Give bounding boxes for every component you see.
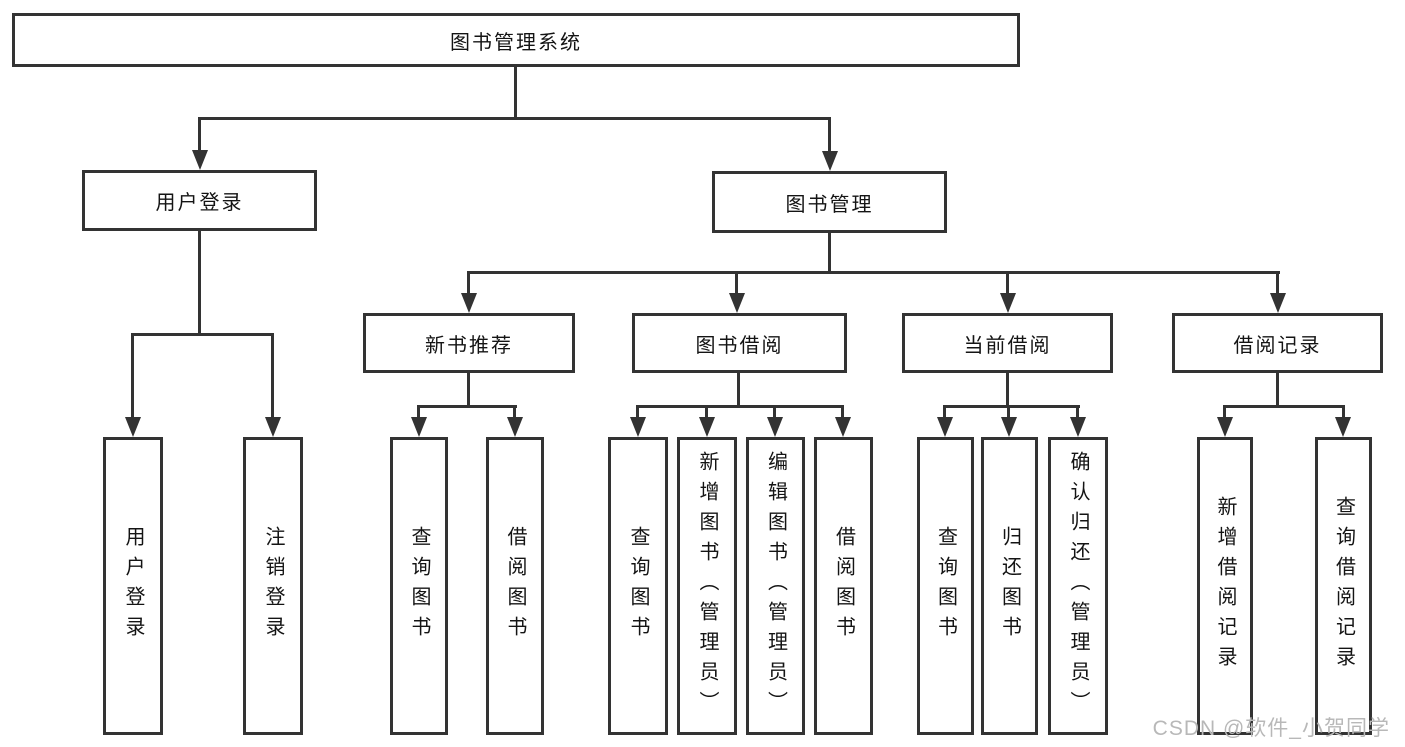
arrowhead-icon: [1217, 417, 1233, 437]
connector-line: [514, 67, 517, 119]
connector-line: [828, 233, 831, 273]
node-label: 新增图书（管理员）: [696, 451, 718, 721]
arrowhead-icon: [1070, 417, 1086, 437]
watermark: CSDN @软件_小贺同学: [1152, 717, 1390, 740]
arrowhead-icon: [630, 417, 646, 437]
arrowhead-icon: [192, 150, 208, 170]
connector-line: [705, 405, 708, 417]
node-user-login: 用户登录: [82, 170, 317, 231]
node-label: 用户登录: [122, 526, 144, 646]
arrowhead-icon: [1270, 293, 1286, 313]
node-label: 借阅记录: [1233, 334, 1322, 357]
connector-line: [1276, 271, 1279, 293]
leaf-user-login: 用户登录: [103, 437, 163, 735]
node-label: 借阅图书: [832, 526, 855, 646]
connector-line: [271, 333, 274, 417]
arrowhead-icon: [729, 293, 745, 313]
connector-line: [828, 117, 831, 151]
node-label: 图书借阅: [695, 334, 784, 357]
node-book-management: 图书管理: [712, 171, 947, 233]
connector-line: [636, 405, 639, 417]
connector-line: [1276, 373, 1279, 407]
node-current-borrow: 当前借阅: [902, 313, 1113, 373]
connector-line: [737, 373, 740, 407]
connector-line: [417, 405, 517, 408]
arrowhead-icon: [835, 417, 851, 437]
node-label: 新增借阅记录: [1214, 496, 1236, 676]
connector-line: [636, 405, 844, 408]
connector-line: [198, 117, 201, 150]
leaf-query-book-recommend: 查询图书: [390, 437, 448, 735]
arrowhead-icon: [937, 417, 953, 437]
connector-line: [467, 271, 470, 293]
arrowhead-icon: [822, 151, 838, 171]
node-label: 注销登录: [262, 526, 284, 646]
arrowhead-icon: [461, 293, 477, 313]
leaf-query-book-borrow: 查询图书: [608, 437, 668, 735]
node-label: 编辑图书（管理员）: [764, 451, 787, 721]
leaf-add-borrow-record: 新增借阅记录: [1197, 437, 1253, 735]
connector-line: [467, 373, 470, 407]
arrowhead-icon: [767, 417, 783, 437]
leaf-add-book-admin: 新增图书（管理员）: [677, 437, 737, 735]
node-label: 查询图书: [408, 526, 430, 646]
connector-line: [943, 405, 1080, 408]
arrowhead-icon: [125, 417, 141, 437]
leaf-borrow-book: 借阅图书: [814, 437, 873, 735]
leaf-borrow-book-recommend: 借阅图书: [486, 437, 544, 735]
node-label: 查询图书: [627, 526, 649, 646]
node-label: 归还图书: [998, 526, 1021, 646]
connector-line: [1076, 405, 1079, 417]
node-label: 查询借阅记录: [1332, 496, 1355, 676]
arrowhead-icon: [1001, 417, 1017, 437]
node-label: 借阅图书: [504, 526, 526, 646]
node-label: 图书管理系统: [450, 31, 582, 54]
node-label: 图书管理: [785, 193, 874, 216]
connector-line: [417, 405, 420, 417]
connector-line: [198, 117, 831, 120]
node-book-borrow: 图书借阅: [632, 313, 847, 373]
connector-line: [131, 333, 274, 336]
leaf-return-book: 归还图书: [981, 437, 1038, 735]
connector-line: [773, 405, 776, 417]
node-root-system: 图书管理系统: [12, 13, 1020, 67]
connector-line: [1006, 373, 1009, 407]
connector-line: [467, 271, 1280, 274]
node-label: 查询图书: [934, 526, 957, 646]
connector-line: [131, 333, 134, 417]
arrowhead-icon: [1335, 417, 1351, 437]
arrowhead-icon: [699, 417, 715, 437]
connector-line: [841, 405, 844, 417]
arrowhead-icon: [265, 417, 281, 437]
node-label: 当前借阅: [963, 334, 1052, 357]
connector-line: [1007, 405, 1010, 417]
connector-line: [198, 231, 201, 336]
node-label: 确认归还（管理员）: [1067, 451, 1089, 721]
node-label: 新书推荐: [425, 334, 513, 357]
connector-line: [1342, 405, 1345, 417]
arrowhead-icon: [507, 417, 523, 437]
node-label: 用户登录: [155, 192, 244, 214]
arrowhead-icon: [411, 417, 427, 437]
leaf-logout: 注销登录: [243, 437, 303, 735]
leaf-query-book-current: 查询图书: [917, 437, 974, 735]
leaf-edit-book-admin: 编辑图书（管理员）: [746, 437, 805, 735]
connector-line: [1006, 271, 1009, 293]
leaf-confirm-return-admin: 确认归还（管理员）: [1048, 437, 1108, 735]
connector-line: [735, 271, 738, 293]
connector-line: [1223, 405, 1345, 408]
node-new-book-recommend: 新书推荐: [363, 313, 575, 373]
connector-line: [943, 405, 946, 417]
connector-line: [513, 405, 516, 417]
connector-line: [1223, 405, 1226, 417]
leaf-query-borrow-record: 查询借阅记录: [1315, 437, 1372, 735]
node-borrow-records: 借阅记录: [1172, 313, 1383, 373]
arrowhead-icon: [1000, 293, 1016, 313]
